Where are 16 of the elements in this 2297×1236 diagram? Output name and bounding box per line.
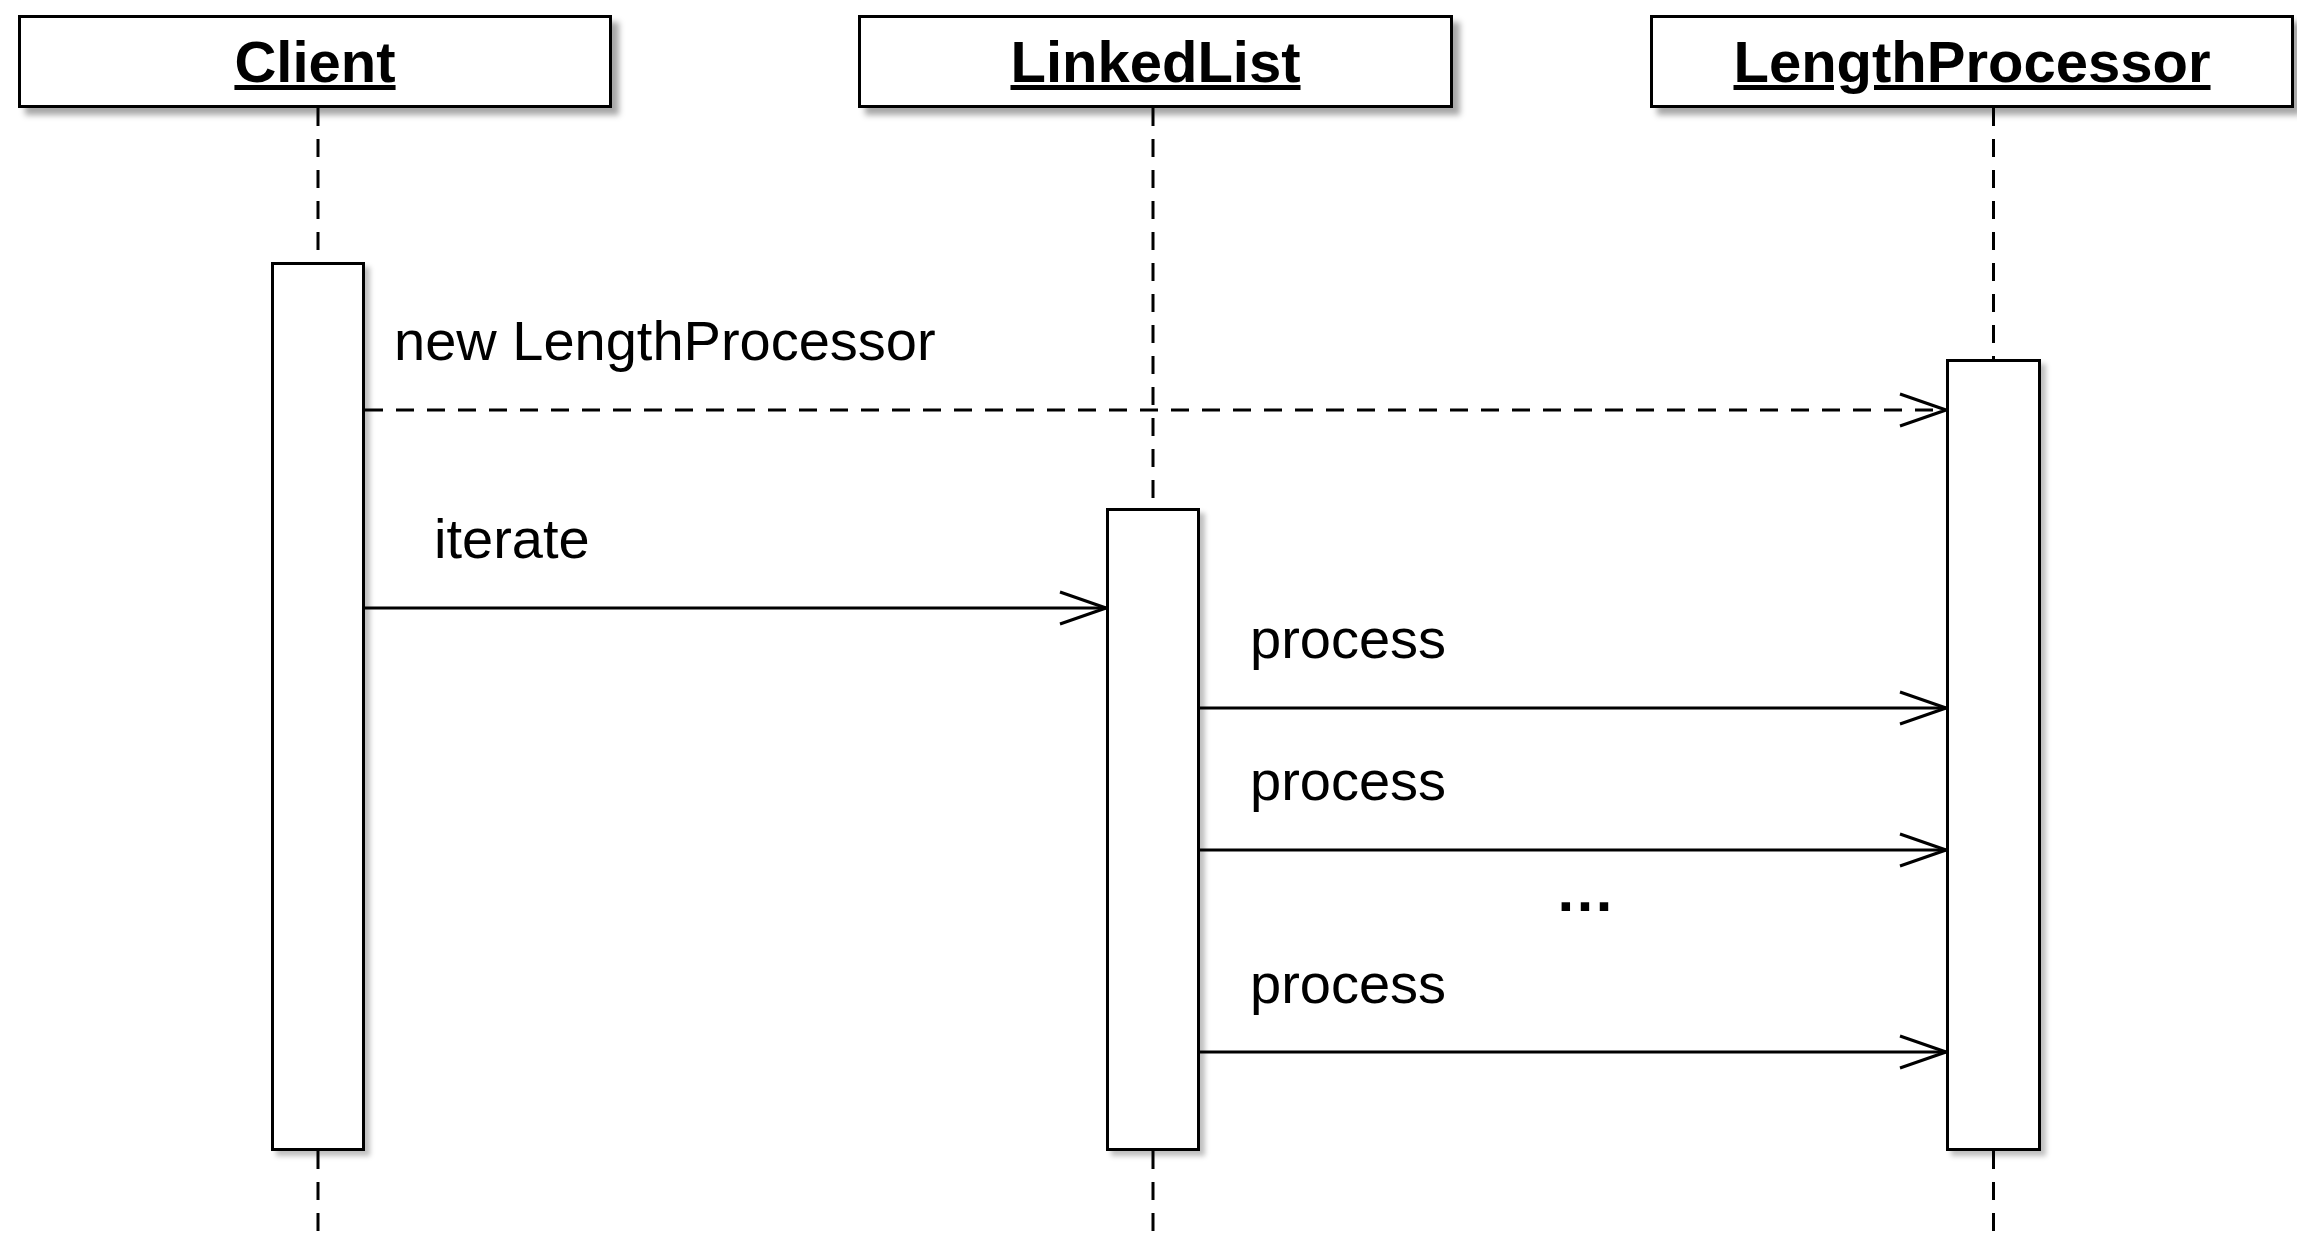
participant-box: [858, 15, 1453, 108]
participant-name: LinkedList: [1010, 28, 1301, 95]
participant-name: LengthProcessor: [1733, 28, 2211, 95]
message-arrow: [1200, 690, 1948, 726]
message-arrow: [1200, 1034, 1948, 1070]
lifeline: [1992, 108, 1995, 359]
activation-bar: [271, 262, 365, 1151]
participant-name: Client: [234, 28, 396, 95]
message-arrow: [365, 590, 1108, 626]
activation-bar: [1106, 508, 1200, 1151]
message-arrow: [1200, 832, 1948, 868]
ellipsis-text: …: [1555, 858, 1615, 924]
participant-box: [1650, 15, 2294, 108]
activation-bar: [1946, 359, 2041, 1151]
message-arrow: [365, 392, 1948, 428]
participant-box: [18, 15, 612, 108]
